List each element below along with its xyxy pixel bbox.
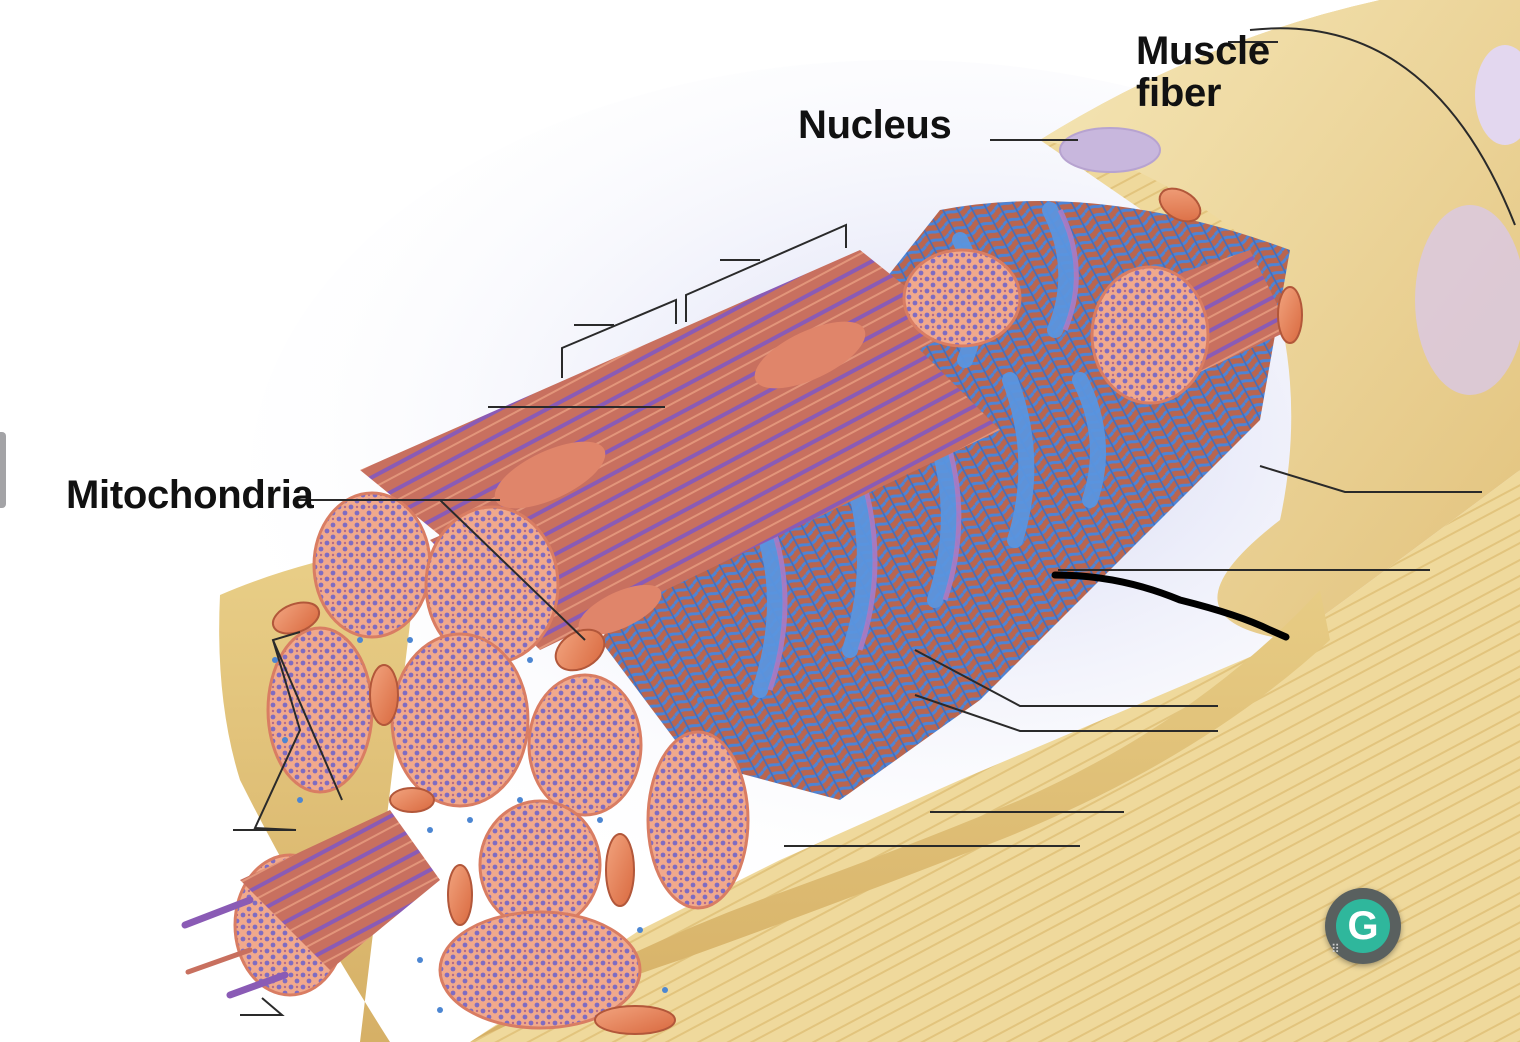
extracted-myofibril	[240, 810, 440, 970]
fiber-shade	[1415, 205, 1520, 395]
nucleus-shape	[1059, 127, 1161, 173]
grammarly-g-icon: G	[1336, 899, 1390, 953]
handwritten-mark	[1051, 571, 1290, 641]
fiber-shade-top	[1475, 45, 1520, 145]
nucleus-label: Nucleus	[798, 103, 952, 147]
grammarly-button[interactable]: G ⠿	[1325, 888, 1401, 964]
muscle-fiber-label: Muscle fiber	[1136, 29, 1270, 115]
glycogen-granules	[272, 637, 703, 1013]
mitochondria-shapes	[271, 187, 1303, 1035]
muscle-fiber-cap	[1040, 0, 1520, 640]
leader-lines	[233, 27, 1516, 1016]
filament-strands	[181, 896, 289, 999]
left-edge-handle[interactable]	[0, 432, 6, 508]
drag-dots-icon: ⠿	[1331, 942, 1340, 956]
mitochondria-label: Mitochondria	[66, 473, 314, 517]
grammarly-glyph: G	[1347, 904, 1379, 948]
